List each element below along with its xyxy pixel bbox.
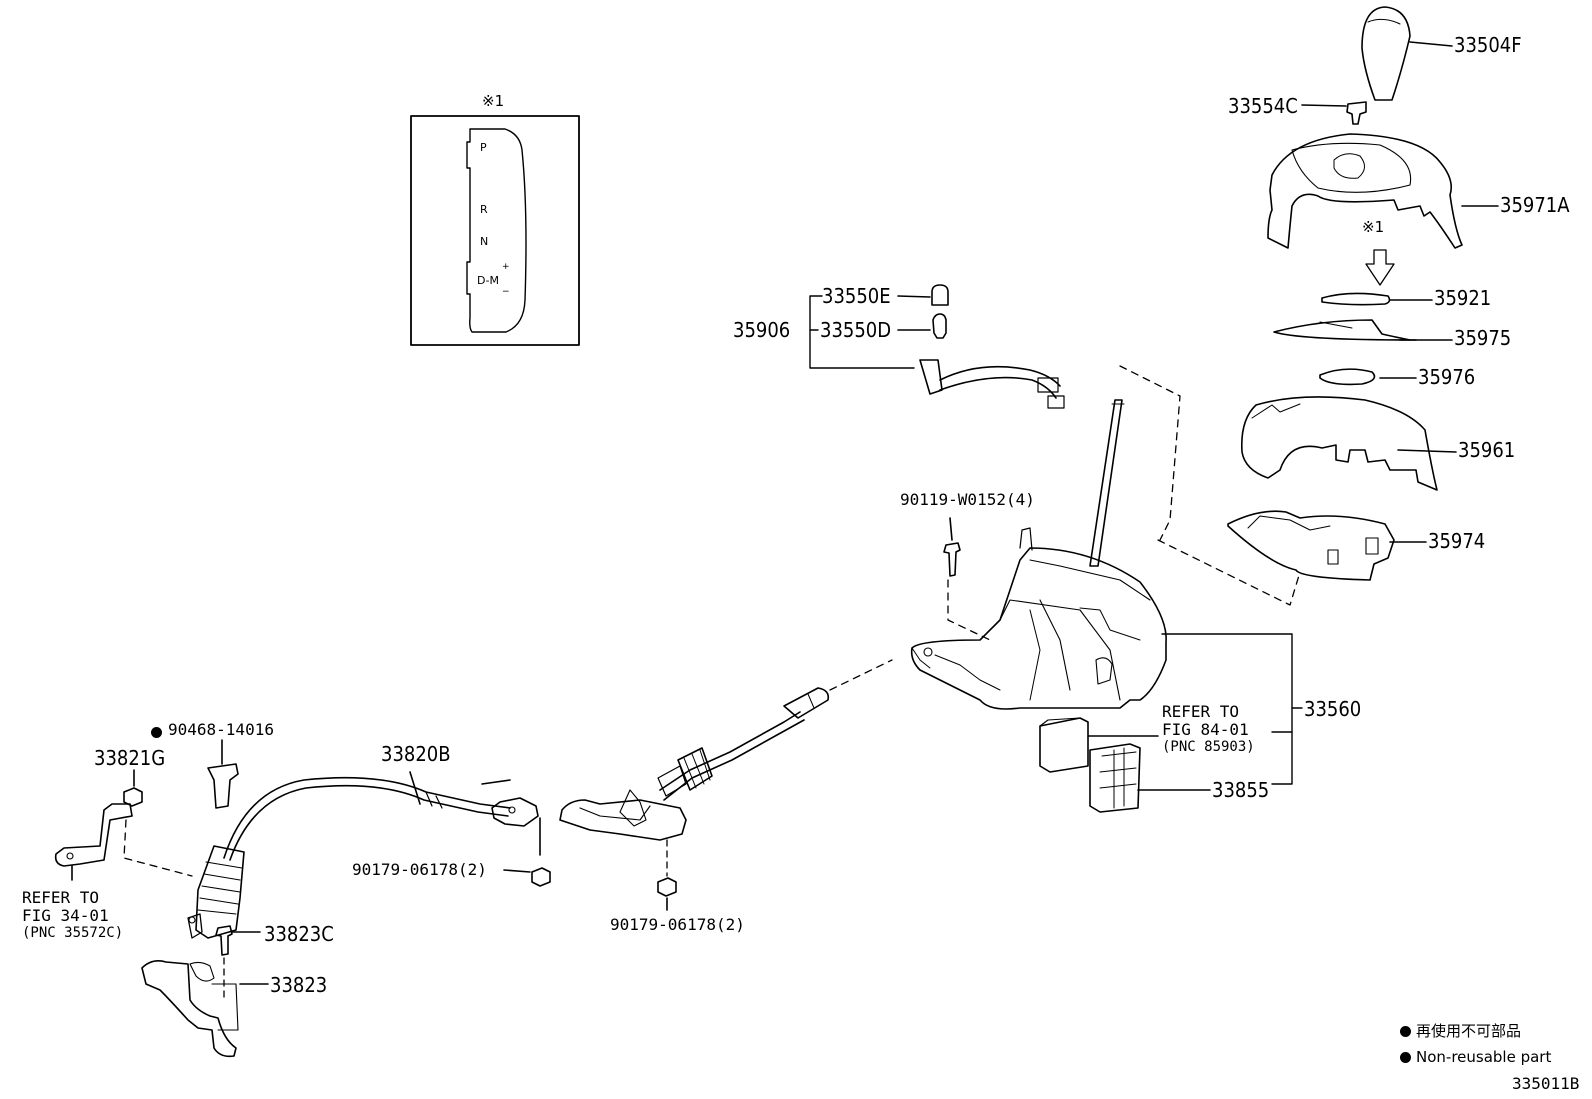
slide-plate-icon [1319,368,1376,386]
legend-dot-icon [1400,1026,1411,1037]
harness-35906-icon [919,359,1061,399]
shift-lever-rod [1089,399,1123,567]
label-33823[interactable]: 33823 [270,973,328,997]
label-33504f[interactable]: 33504F [1454,33,1522,57]
bolt-33823c-icon [215,925,233,956]
label-33550d[interactable]: 33550D [820,318,892,342]
label-33855[interactable]: 33855 [1212,778,1270,802]
refer-fig84[interactable]: REFER TO FIG 84-01 (PNC 85903) [1162,702,1255,755]
label-35961[interactable]: 35961 [1458,438,1516,462]
label-33820b[interactable]: 33820B [381,742,451,766]
cable-end-boot-icon [195,845,245,939]
label-33560[interactable]: 33560 [1304,697,1362,721]
cable-33820b [223,776,511,859]
inset-position-n: N [480,235,489,248]
legend-ja-text: 再使用不可部品 [1416,1022,1522,1040]
inset-position-r: R [480,203,488,216]
legend-en-text: Non-reusable part [1416,1048,1552,1066]
label-33554c[interactable]: 33554C [1228,94,1298,118]
label-35971a[interactable]: 35971A [1500,193,1570,217]
cable-retainer-icon [559,799,687,841]
position-sensor-icon [1227,510,1395,581]
label-35976[interactable]: 35976 [1418,365,1476,389]
refer-fig34-line1: REFER TO [22,888,100,907]
shift-knob-icon [1361,6,1411,101]
inset-marker: ※1 [482,92,505,110]
label-33823c[interactable]: 33823C [264,922,334,946]
refer-fig84-line1: REFER TO [1162,702,1240,721]
bracket-fig34-icon [54,803,133,867]
label-35975[interactable]: 35975 [1454,326,1512,350]
indicator-plate-icon [1321,292,1391,306]
bolt-90119-icon [943,542,961,577]
shift-lever-housing-icon [910,547,1167,710]
diagram-id: 335011B [1512,1074,1580,1093]
label-35921[interactable]: 35921 [1434,286,1492,310]
legend-non-reusable-ja: 再使用不可部品 [1400,1024,1521,1039]
bracket-33823-icon [141,960,237,1058]
cable-adjuster-icon [677,747,713,791]
refer-fig84-line2: FIG 84-01 [1162,720,1249,739]
legend-dot-icon [1400,1052,1411,1063]
label-90119[interactable]: 90119-W0152(4) [900,490,1035,509]
housing-cover-icon [1240,396,1438,491]
console-panel-icon [1267,133,1463,249]
label-90179-b[interactable]: 90179-06178(2) [610,915,745,934]
connector-fig84-icon [1039,717,1089,773]
nut-33821g-icon [123,787,143,807]
legend-non-reusable-en: Non-reusable part [1400,1050,1551,1065]
label-90179-a[interactable]: 90179-06178(2) [352,860,487,879]
connector-33855-icon [1089,743,1141,813]
inset-position-p: P [480,141,487,154]
inset-plus: + [502,262,510,272]
clip-90468-icon [207,763,239,809]
bulb-33550d-icon [932,313,947,339]
inset-position-d-m: D-M [477,274,499,287]
cable-end-rod-icon [783,687,830,719]
label-35971a-marker: ※1 [1362,218,1385,236]
cable-bracket-icon [491,797,539,827]
refer-fig84-line3: (PNC 85903) [1162,739,1255,755]
dust-shield-icon [1273,319,1417,341]
clip-33554c-icon [1346,101,1367,125]
refer-fig34-line3: (PNC 35572C) [22,925,124,941]
refer-fig34[interactable]: REFER TO FIG 34-01 (PNC 35572C) [22,888,124,941]
label-35906[interactable]: 35906 [733,318,791,342]
nut-90179-b-icon [657,877,677,897]
inset-minus: − [502,287,510,297]
refer-fig34-line2: FIG 34-01 [22,906,109,925]
down-arrow-icon [1365,249,1395,286]
label-33550e[interactable]: 33550E [822,284,891,308]
label-35974[interactable]: 35974 [1428,529,1486,553]
bulb-33550e-icon [931,284,949,306]
label-90468[interactable]: 90468-14016 [168,720,274,739]
non-reusable-marker-90468 [151,724,167,740]
label-33821g[interactable]: 33821G [94,746,166,770]
nut-90179-a-icon [531,867,551,887]
inset-indicator-plate-icon [466,128,527,333]
inset-frame [410,115,580,346]
